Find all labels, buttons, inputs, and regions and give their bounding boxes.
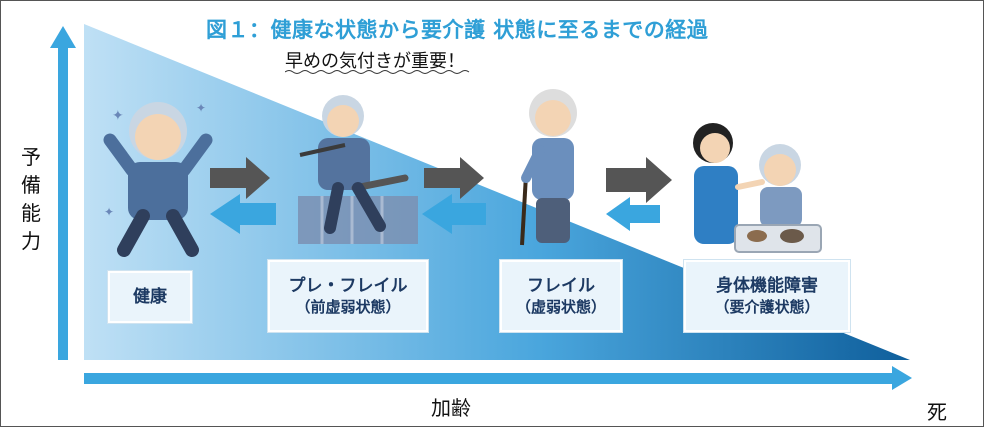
y-axis-arrowhead [50,26,76,48]
stage-subtitle: （前虚弱状態） [295,298,401,316]
back-arrow [422,194,486,234]
elderly-tripping-icon [298,95,418,244]
arrows-3-4 [606,157,672,231]
arrows-2-3 [422,157,486,234]
subtitle: 早めの気付きが重要！ [285,47,470,74]
back-arrow [606,197,660,231]
back-arrow [210,194,276,234]
forward-arrow [210,157,270,199]
x-axis-shaft [84,373,894,384]
healthy-elderly-man-icon: ✦ ✦ ✦ [103,101,213,257]
wavy-underline [285,70,470,74]
stage-disability: 身体機能障害 （要介護状態） [684,260,850,332]
x-axis-label: 加齢 [431,396,471,420]
forward-arrow [424,157,484,199]
end-label: 死 [927,400,947,424]
svg-text:✦: ✦ [104,205,114,219]
stage-name: 健康 [133,287,167,307]
forward-arrow [606,157,672,203]
stage-frailty: フレイル （虚弱状態） [500,260,622,332]
figure-title: 図１：健康な状態から要介護 状態に至るまでの経過 [206,18,709,42]
stage-healthy: 健康 [108,271,192,323]
stage-name: フレイル [527,276,595,296]
stage-subtitle: （虚弱状態） [515,298,606,316]
stage-name: プレ・フレイル [288,276,408,296]
x-axis-arrowhead [892,366,912,390]
arrows-1-2 [210,157,276,234]
svg-text:✦: ✦ [112,108,124,124]
caregiver-feeding-icon [693,123,822,253]
svg-text:✦: ✦ [196,101,206,115]
elderly-with-cane-icon [520,89,577,246]
stage-pre-frailty: プレ・フレイル （前虚弱状態） [268,260,428,332]
stage-subtitle: （要介護状態） [714,298,820,316]
subtitle-text: 早めの気付きが重要！ [285,51,465,72]
stage-name: 身体機能障害 [716,276,818,296]
y-axis-label: 予備能力 [21,145,41,253]
y-axis-shaft [58,46,68,360]
